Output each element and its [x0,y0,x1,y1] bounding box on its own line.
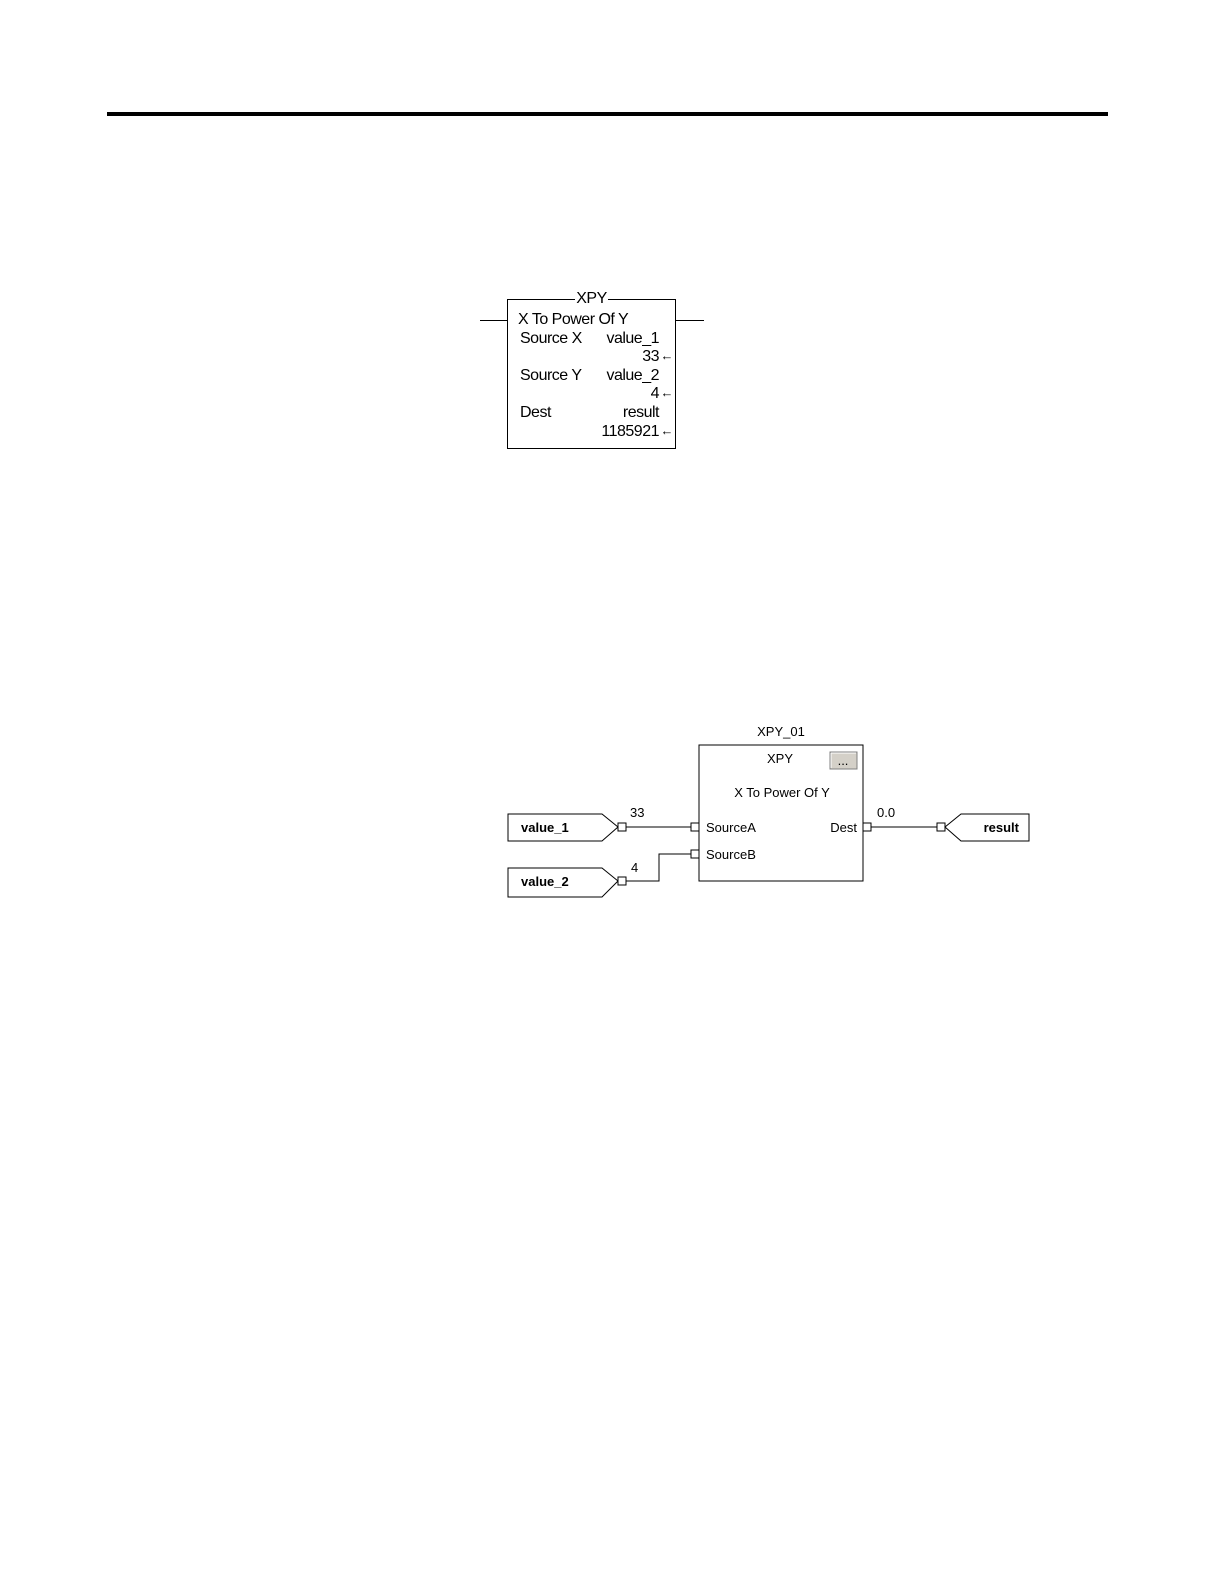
input-ref-connector[interactable] [618,877,626,885]
fbd-instruction-name: XPY [767,751,793,766]
output-ref-connector[interactable] [937,823,945,831]
wire-value-2-value: 4 [631,860,638,875]
pin-dest-connector[interactable] [863,823,871,831]
wire-result-value: 0.0 [877,805,895,820]
input-reference-value-1[interactable]: value_1 [508,814,618,841]
input-ref-tag: value_2 [521,874,569,889]
fbd-block-name: XPY_01 [757,724,805,739]
output-ref-tag: result [984,820,1020,835]
fbd-description: X To Power Of Y [734,785,830,800]
input-ref-connector[interactable] [618,823,626,831]
properties-button-label: ... [838,753,849,768]
pin-source-b-connector[interactable] [691,850,699,858]
pin-source-a-connector[interactable] [691,823,699,831]
pin-source-b-label: SourceB [706,847,756,862]
wire-value-1-value: 33 [630,805,644,820]
properties-button[interactable]: ... [830,752,857,769]
pin-dest-label: Dest [830,820,857,835]
input-ref-tag: value_1 [521,820,569,835]
output-reference-result[interactable]: result [945,814,1029,841]
pin-source-a-label: SourceA [706,820,756,835]
input-reference-value-2[interactable]: value_2 [508,868,618,897]
